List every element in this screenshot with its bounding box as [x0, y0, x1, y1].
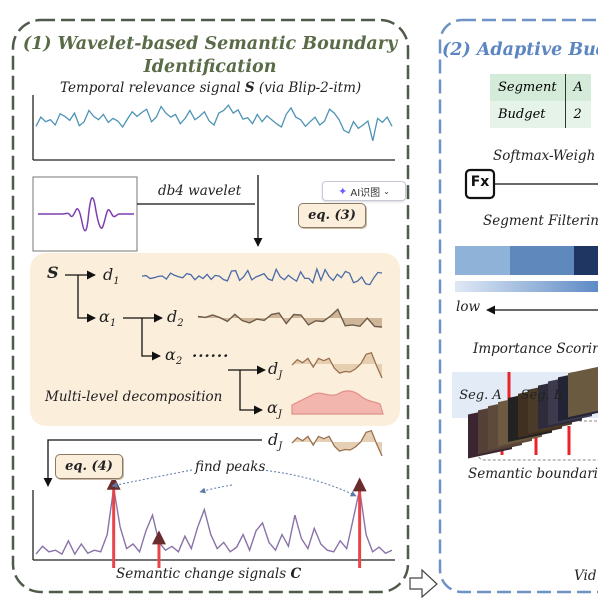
- eq4-label: eq. (4): [55, 454, 123, 479]
- tree-a2: α2: [165, 345, 182, 367]
- tree-dots: ......: [192, 343, 230, 361]
- filtering-label: Segment Filtering: [483, 213, 598, 229]
- table-row: Budget 2: [490, 101, 591, 128]
- importance-label: Importance Scorir: [473, 341, 598, 357]
- tree-a1-sub: 1: [109, 318, 117, 330]
- boundaries-label: Semantic boundari: [468, 466, 598, 482]
- aJ-approximation-signal: [291, 390, 384, 415]
- filter-bar-light: [455, 246, 510, 275]
- table-cell: Budget: [490, 101, 566, 128]
- multilevel-label: Multi-level decomposition: [45, 389, 223, 405]
- find-peaks-label: find peaks: [195, 459, 266, 475]
- table-row: Segment A: [490, 74, 591, 101]
- tree-aJ-sub: J: [277, 409, 282, 421]
- signal-axes: [32, 95, 395, 161]
- tree-d1-sub: 1: [113, 276, 120, 288]
- tree-root-S: S: [47, 263, 59, 282]
- tree-dJ-base: d: [268, 359, 279, 378]
- boundary-box: [477, 420, 598, 461]
- softmax-label: Softmax-Weigh: [493, 148, 596, 164]
- low-label: low: [456, 299, 481, 315]
- change-axes: [32, 490, 395, 561]
- table-cell: 2: [564, 101, 591, 128]
- ai-recognize-button[interactable]: ✦ AI识图 ⌄: [322, 181, 406, 201]
- signal-label-suffix: (via Blip-2-itm): [254, 80, 362, 96]
- tree-a1-base: α: [99, 307, 110, 326]
- dJ-out-fill: [292, 430, 382, 456]
- change-signal-line: [35, 487, 393, 556]
- signal-label-prefix: Temporal relevance signal: [60, 80, 245, 96]
- fx-text: Fx: [470, 174, 490, 190]
- tree-d1-base: d: [103, 265, 114, 284]
- panel1-frame: [11, 18, 410, 594]
- tree-a2-sub: 2: [175, 356, 183, 368]
- panel2-frame: [438, 18, 598, 594]
- signal-label-symbol: S: [244, 80, 255, 96]
- importance-gradient: [455, 281, 598, 292]
- eq3-label: eq. (3): [298, 203, 366, 228]
- find-peaks-arrows: [111, 469, 357, 497]
- chevron-down-icon: ⌄: [383, 186, 390, 196]
- decomposition-tree-arrows: [65, 270, 266, 415]
- segment-b: Seg. B: [520, 387, 564, 403]
- filter-bar-dark: [574, 246, 598, 275]
- peak-markers: [106, 475, 367, 568]
- dJ-out-sub: J: [278, 441, 283, 453]
- tree-aJ-base: α: [267, 398, 278, 417]
- tree-dJ-sub: J: [278, 370, 283, 382]
- panel-connector-arrow: [409, 568, 438, 598]
- segment-a: Seg. A: [459, 387, 502, 403]
- dJ-detail-signal: [291, 352, 383, 379]
- change-label-symbol: C: [290, 566, 302, 582]
- relevance-signal-line: [35, 104, 393, 141]
- wavelet-label: db4 wavelet: [158, 183, 242, 199]
- tree-a2-base: α: [165, 345, 176, 364]
- signal-label: Temporal relevance signal S (via Blip-2-…: [60, 80, 361, 96]
- dJ-out-label: dJ: [268, 430, 282, 452]
- video-frames-stack: [468, 363, 598, 459]
- d2-detail-signal: [197, 308, 383, 328]
- tree-d2-base: d: [167, 307, 178, 326]
- panel2-title: (2) Adaptive Bud: [442, 40, 598, 60]
- peak-triangle: [352, 477, 367, 492]
- budget-table: Segment A Budget 2: [490, 74, 591, 128]
- dJ-fill: [292, 352, 382, 378]
- dJ-out-base: d: [268, 430, 279, 449]
- peak-triangle: [151, 530, 166, 545]
- ai-badge-text: AI识图: [350, 187, 381, 199]
- tree-a1: α1: [99, 307, 116, 329]
- change-label: Semantic change signals C: [116, 566, 301, 582]
- tree-d2: d2: [167, 307, 184, 329]
- video-label: Vid: [574, 568, 597, 584]
- ai-sparkle-icon: ✦: [338, 184, 348, 198]
- tree-d2-sub: 2: [177, 318, 184, 330]
- decomposition-box: [30, 253, 400, 426]
- panel1-title: (1) Wavelet-based Semantic Boundary Iden…: [20, 33, 400, 79]
- panel1-title-line2: Identification: [143, 57, 277, 77]
- panel1-title-line1: (1) Wavelet-based Semantic Boundary: [22, 34, 398, 54]
- dJ-feedback-arrow: [43, 439, 262, 487]
- db4-wavelet-curve: [38, 197, 134, 232]
- tree-aJ: αJ: [267, 398, 282, 420]
- filter-bar-mid: [510, 246, 574, 275]
- tree-d1: d1: [103, 265, 120, 287]
- table-cell: Segment: [490, 74, 566, 101]
- dJ-out-signal: [291, 430, 383, 457]
- table-cell: A: [564, 74, 591, 101]
- d1-detail-signal: [141, 267, 383, 286]
- tree-dJ: dJ: [268, 359, 282, 381]
- change-label-prefix: Semantic change signals: [116, 566, 291, 582]
